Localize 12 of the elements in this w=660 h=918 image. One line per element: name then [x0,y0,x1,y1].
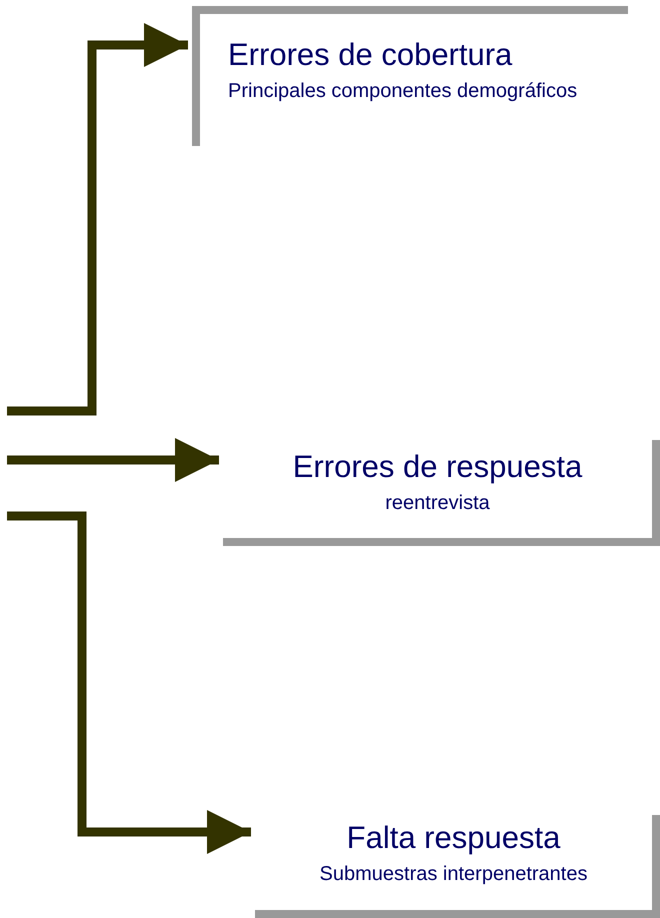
arrow [7,512,251,854]
bracket-frame [192,6,628,146]
subtitle: reentrevista [384,491,491,516]
heading: Errores de cobertura [228,36,514,74]
arrow [7,438,219,482]
bracket-frame [223,440,660,546]
subtitle: Submuestras interpenetrantes [318,862,588,887]
subtitle: Principales componentes demográficos [228,79,578,104]
heading: Falta respuesta [346,819,562,857]
arrow [7,23,188,416]
heading: Errores de respuesta [292,448,584,486]
bracket-frame [255,815,660,918]
